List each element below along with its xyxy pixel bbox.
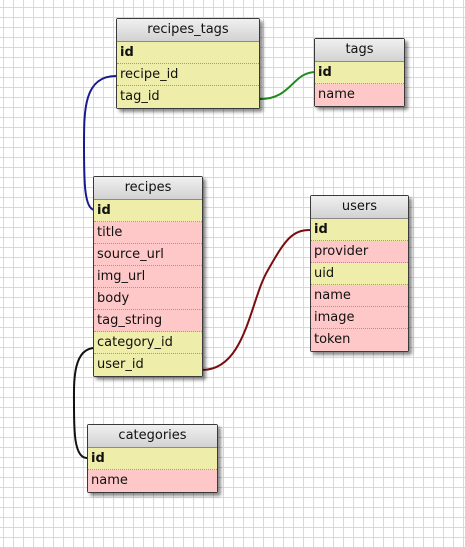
field-row: name [88, 470, 217, 492]
field-row: category_id [94, 332, 202, 354]
table-header: tags [315, 39, 404, 62]
field-row: img_url [94, 266, 202, 288]
table-users[interactable]: users id provider uid name image token [310, 195, 409, 352]
field-row: uid [311, 263, 408, 285]
field-row: id [117, 42, 259, 64]
field-row: id [94, 200, 202, 222]
field-row: token [311, 329, 408, 351]
field-row: name [315, 84, 404, 106]
field-row: tag_string [94, 310, 202, 332]
table-categories[interactable]: categories id name [87, 424, 218, 493]
field-row: image [311, 307, 408, 329]
field-row: body [94, 288, 202, 310]
table-recipes[interactable]: recipes id title source_url img_url body… [93, 176, 203, 377]
table-tags[interactable]: tags id name [314, 38, 405, 107]
field-row: recipe_id [117, 64, 259, 86]
relation-recipes-to-users [201, 229, 311, 371]
field-row: tag_id [117, 86, 259, 108]
table-header: recipes [94, 177, 202, 200]
field-row: source_url [94, 244, 202, 266]
relation-recipes-tags-to-tags [259, 71, 317, 100]
relation-recipes-tags-to-recipes [82, 75, 117, 211]
table-header: categories [88, 425, 217, 448]
field-row: user_id [94, 354, 202, 376]
field-row: name [311, 285, 408, 307]
relation-recipes-to-categories [72, 347, 96, 459]
table-header: recipes_tags [117, 19, 259, 42]
table-header: users [311, 196, 408, 219]
table-recipes-tags[interactable]: recipes_tags id recipe_id tag_id [116, 18, 260, 109]
field-row: provider [311, 241, 408, 263]
field-row: id [88, 448, 217, 470]
field-row: title [94, 222, 202, 244]
field-row: id [315, 62, 404, 84]
field-row: id [311, 219, 408, 241]
